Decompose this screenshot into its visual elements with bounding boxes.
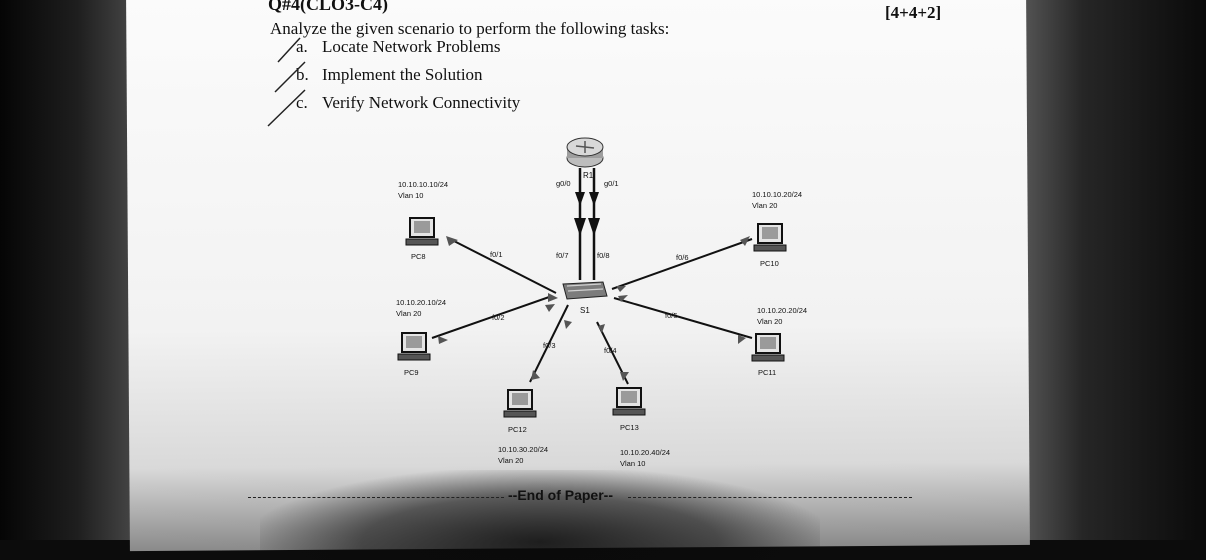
link-arrow [438,336,448,344]
router-label: R1 [583,171,594,180]
footer-text: --End of Paper-- [508,487,613,503]
host-link [529,304,569,383]
pc-icon[interactable] [503,389,537,418]
pc-ip-label: 10.10.20.10/24 [396,298,446,307]
link-arrow [564,320,572,329]
switch-port-label: f0/7 [556,251,569,260]
background-left [0,0,140,540]
port-label: f0/5 [665,311,678,320]
port-label: f0/6 [676,253,689,262]
question-marks: [4+4+2] [885,3,942,22]
port-label: f0/3 [543,341,556,350]
link-arrow [740,236,750,246]
host-link [611,238,753,290]
pc-icon[interactable] [397,332,431,361]
pc-vlan-label: Vlan 20 [752,201,777,210]
host-link [431,295,553,339]
question-intro: Analyze the given scenario to perform th… [270,19,670,38]
pc-name-label: PC9 [404,368,419,377]
pc-icon[interactable] [612,387,646,416]
link-arrow [446,236,458,246]
link-arrow [574,218,586,236]
pc-ip-label: 10.10.20.20/24 [757,306,807,315]
pc-vlan-label: Vlan 20 [498,456,523,465]
task-a: a. Locate Network Problems [296,37,500,57]
pc-icon[interactable] [751,333,785,362]
pc-name-label: PC8 [411,252,426,261]
task-text: Locate Network Problems [322,37,501,56]
router-port-label: g0/0 [556,179,571,188]
switch-label: S1 [580,306,590,315]
pc-ip-label: 10.10.10.10/24 [398,180,448,189]
pc-vlan-label: Vlan 20 [396,309,421,318]
link-arrow [598,324,605,333]
pc-icon[interactable] [405,217,439,246]
link-arrow [618,295,628,302]
port-label: f0/1 [490,250,503,259]
switch-icon[interactable] [562,281,608,300]
pc-name-label: PC11 [758,368,776,377]
link-arrow [738,335,746,344]
link-arrow [575,192,585,206]
host-link [451,239,557,294]
pc-vlan-label: Vlan 10 [398,191,423,200]
link-arrow [548,293,558,302]
link-arrow [620,372,629,381]
link-arrow [616,286,626,292]
pc-ip-label: 10.10.10.20/24 [752,190,802,199]
port-label: f0/2 [492,313,505,322]
network-topology-diagram: R1 g0/0 g0/1 f0/7 f0/8 S1 PC8 10.10.10.1… [396,137,807,468]
pc-vlan-label: Vlan 10 [620,459,645,468]
pc-ip-label: 10.10.30.20/24 [498,445,548,454]
task-text: Verify Network Connectivity [322,93,521,112]
pc-name-label: PC12 [508,425,527,434]
host-link [613,297,753,339]
task-letter: a. [296,37,308,56]
link-arrow [545,304,555,312]
pc-ip-label: 10.10.20.40/24 [620,448,670,457]
footer-divider [628,497,912,498]
pc-name-label: PC13 [620,423,639,432]
question-heading: Q#4(CLO3-C4) [268,0,388,14]
port-label: f0/4 [604,346,617,355]
task-text: Implement the Solution [322,65,483,84]
footer-divider [248,497,504,498]
switch-port-label: f0/8 [597,251,610,260]
link-arrow [531,370,540,380]
link-arrow [588,218,600,236]
end-of-paper: --End of Paper-- [0,487,1206,507]
link-arrow [589,192,599,206]
pc-icon[interactable] [753,223,787,252]
pc-vlan-label: Vlan 20 [757,317,782,326]
background-right [1016,0,1206,540]
pc-name-label: PC10 [760,259,779,268]
router-port-label: g0/1 [604,179,619,188]
router-icon[interactable] [566,137,604,168]
